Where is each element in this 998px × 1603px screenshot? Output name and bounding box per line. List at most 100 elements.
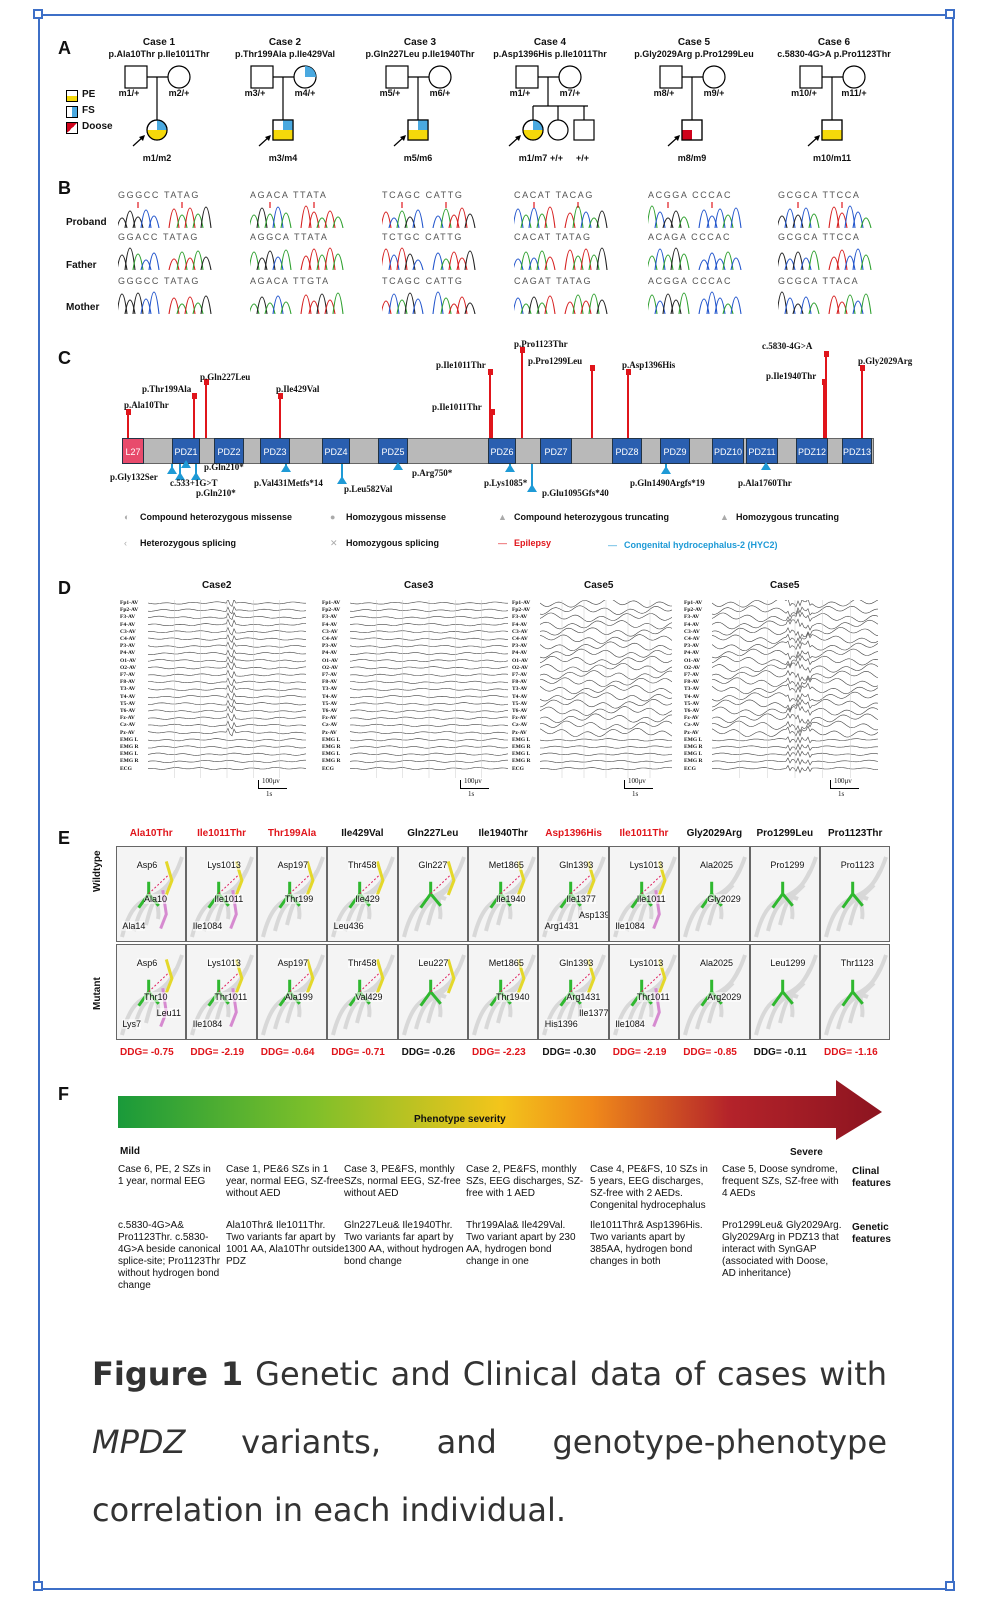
proband-fs-fill bbox=[283, 120, 293, 130]
eeg-channel-label: P3-AV bbox=[684, 643, 700, 650]
chromatogram bbox=[778, 202, 872, 228]
residue-label: Met1865 bbox=[488, 957, 524, 968]
base-sequence: AGGCA TTATA bbox=[250, 232, 329, 242]
eeg-title: Case3 bbox=[404, 580, 434, 591]
eeg-channel-label: O2-AV bbox=[322, 664, 339, 671]
ddg-value: DDG= -2.23 bbox=[472, 1047, 526, 1058]
hydrogen-bond bbox=[289, 875, 309, 895]
eeg-channel-label: Cz-AV bbox=[120, 722, 136, 729]
chromatogram-peak bbox=[332, 292, 344, 314]
mother-fs-fill bbox=[305, 66, 316, 77]
father-symbol bbox=[385, 65, 409, 89]
epilepsy-lollipop-head bbox=[822, 379, 827, 385]
base-sequence: GGGCC TATAG bbox=[118, 190, 200, 200]
proband-outline bbox=[146, 119, 168, 141]
frame-corner bbox=[945, 9, 955, 19]
[object Object] bbox=[446, 958, 456, 994]
[object Object] bbox=[376, 860, 385, 896]
residue-label: Ala14 bbox=[122, 920, 146, 931]
residue-label: Lys1013 bbox=[629, 859, 664, 870]
backbone-ribbon bbox=[788, 895, 799, 920]
eeg-channel-label: Fp2-AV bbox=[684, 607, 703, 614]
structure-cell: Leu1299 bbox=[749, 944, 820, 1040]
mutation-column-header: Ile429Val bbox=[341, 828, 384, 839]
legend-symbol: ‹ bbox=[124, 538, 127, 548]
chromatogram-peak bbox=[792, 303, 804, 314]
eeg-channel-label: F3-AV bbox=[512, 614, 528, 621]
panel-label-c: C bbox=[58, 348, 71, 368]
case-variants: c.5830-4G>A p.Pro1123Thr bbox=[777, 49, 891, 59]
chromatogram-peak bbox=[528, 257, 540, 270]
structure-render bbox=[824, 856, 888, 938]
legend-item: Congenital hydrocephalus-2 (HYC2) bbox=[624, 540, 778, 550]
residue-label: Gln1393 bbox=[559, 859, 594, 870]
eeg-traces bbox=[540, 600, 672, 778]
eeg-channel-label: F3-AV bbox=[120, 614, 136, 621]
eeg-channel-label: F4-AV bbox=[120, 621, 136, 628]
chromatogram-peak bbox=[784, 258, 796, 270]
residue-label: Ala2025 bbox=[699, 957, 734, 968]
figure-caption: Figure 1 Genetic and Clinical data of ca… bbox=[92, 1340, 887, 1544]
father-symbol bbox=[799, 65, 823, 89]
proband-arrow-head bbox=[674, 135, 680, 141]
variant-label-below: p.Gly132Ser bbox=[110, 472, 158, 482]
eeg-scale-time: 1s bbox=[632, 790, 639, 798]
chromatogram-peak bbox=[176, 303, 188, 314]
eeg-channel-label: F7-AV bbox=[684, 672, 700, 678]
eeg-channel-label: Cz-AV bbox=[684, 722, 700, 729]
proband-fs-fill bbox=[157, 120, 167, 130]
eeg-channel-label: EMG R bbox=[512, 744, 531, 750]
chromatogram-peak bbox=[678, 292, 690, 314]
base-sequence: GCGCA TTCCA bbox=[778, 190, 861, 200]
case-title: Case 5 bbox=[677, 37, 711, 48]
eeg-channel-label: F8-AV bbox=[512, 679, 528, 686]
base-sequence: GCGCA TTCCA bbox=[778, 232, 861, 242]
chromatogram-peak bbox=[860, 217, 872, 228]
variant-label-above: p.Ala10Thr bbox=[124, 400, 169, 410]
proband-arrow-head bbox=[400, 135, 406, 141]
chromatogram-peak bbox=[596, 247, 608, 270]
chromatogram-peak bbox=[264, 213, 276, 228]
residue-label: His1396 bbox=[544, 1018, 578, 1029]
proband-genotype: m1/m2 bbox=[142, 153, 172, 163]
variant-label-below: p.Leu582Val bbox=[344, 484, 393, 494]
proband-pe-fill bbox=[147, 130, 167, 140]
variant-label-above: p.Ile429Val bbox=[276, 384, 320, 394]
chromatogram bbox=[648, 291, 742, 314]
case-title: Case 6 bbox=[817, 37, 851, 48]
eeg-channel-label: F3-AV bbox=[684, 614, 700, 621]
residue-label: Val429 bbox=[355, 991, 383, 1002]
eeg-channel-label: P4-AV bbox=[322, 650, 338, 657]
base-sequence: GGGCC TATAG bbox=[118, 276, 200, 286]
genetic-feature-text: Pro1299Leu& Gly2029Arg. Gly2029Arg in PD… bbox=[722, 1220, 842, 1279]
chromatogram bbox=[514, 202, 608, 228]
base-sequence: CACAT TATAG bbox=[514, 232, 592, 242]
eeg-channel-label: P4-AV bbox=[684, 650, 700, 657]
residue-label: Asp1396 bbox=[578, 910, 608, 920]
ddg-value: DDG= -0.75 bbox=[120, 1047, 174, 1058]
chromatogram-peak bbox=[564, 301, 576, 314]
chromatogram bbox=[382, 291, 476, 314]
chromatogram-peak bbox=[520, 303, 532, 314]
chromatogram bbox=[118, 202, 212, 228]
residue-label: Arg2029 bbox=[707, 991, 742, 1002]
domain-pdz8: PDZ8 bbox=[612, 438, 642, 464]
eeg-channel-label: T6-AV bbox=[512, 708, 528, 714]
structure-render bbox=[824, 954, 888, 1036]
eeg-channel-label: T3-AV bbox=[684, 686, 700, 693]
residue-label: Gly2029 bbox=[707, 893, 741, 904]
legend-symbol: ◐ bbox=[124, 512, 130, 522]
base-sequence: TCTGC CATTG bbox=[382, 232, 463, 242]
eeg-channel-label: Pz-AV bbox=[684, 729, 699, 736]
eeg-channel-label: EMG L bbox=[684, 736, 703, 743]
chromatogram-peak bbox=[698, 259, 710, 270]
epilepsy-lollipop-head bbox=[490, 409, 495, 415]
domain-pdz5: PDZ5 bbox=[378, 438, 408, 464]
chromatogram-peak bbox=[670, 299, 682, 314]
eeg-channel-label: T3-AV bbox=[322, 686, 338, 693]
chromatogram-peak bbox=[184, 257, 196, 270]
domain-pdz10: PDZ10 bbox=[712, 438, 744, 464]
case-title: Case 1 bbox=[142, 37, 176, 48]
residue-label: Ile1011 bbox=[636, 893, 666, 904]
